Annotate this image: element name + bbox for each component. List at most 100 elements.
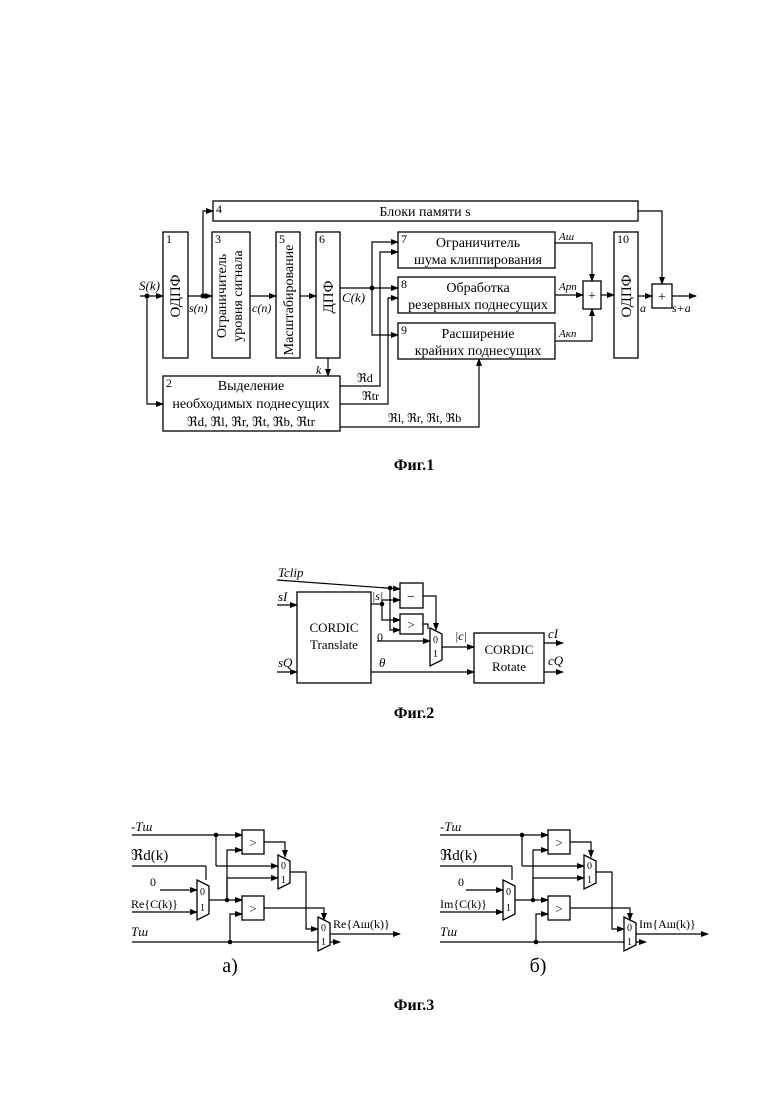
block-6-label: ДПФ — [321, 280, 337, 313]
block-4-number: 4 — [216, 202, 222, 216]
wire-memory-to-sum2 — [638, 211, 662, 284]
block-4-label: Блоки памяти s — [379, 205, 470, 220]
label-Rd: ℜd — [357, 371, 373, 385]
block-1-label: ОДПФ — [168, 274, 184, 317]
wire-sub-to-mux — [423, 596, 436, 630]
mux-3b-2-1: 1 — [587, 875, 592, 886]
mux-3a-2-0: 0 — [281, 861, 286, 872]
figure-2: CORDIC Translate CORDIC Rotate − > 0 1 T… — [277, 565, 564, 722]
label-3b-neg-t: -Tш — [440, 819, 462, 834]
fig2-subtract-sign: − — [407, 590, 415, 605]
cordic-translate-line1: CORDIC — [309, 620, 358, 635]
mux-3b-3-0: 0 — [627, 923, 632, 934]
cordic-rotate-line2: Rotate — [492, 659, 526, 674]
label-s-plus-a: s+a — [672, 301, 691, 315]
label-3a-rd: ℜd(k) — [131, 848, 168, 864]
block-8-line1: Обработка — [446, 281, 510, 296]
wire-abs-s-to-cmp — [382, 604, 400, 620]
label-3b-subfig: б) — [530, 955, 547, 977]
label-cI: cI — [548, 626, 559, 641]
label-R-bottom: ℜl, ℜr, ℜt, ℜb — [388, 411, 461, 425]
mux-3b-2-0: 0 — [587, 861, 592, 872]
wire-3a-cmp-top-sel — [264, 842, 285, 857]
label-k: k — [316, 363, 322, 377]
cmp-3a-bot-sign: > — [249, 901, 256, 916]
label-3b-t: Tш — [440, 924, 457, 939]
label-A-kp: Aкп — [558, 328, 577, 340]
cordic-rotate-block — [474, 633, 544, 683]
label-a: a — [640, 301, 646, 315]
label-sI: sI — [278, 589, 288, 604]
label-theta: θ — [379, 655, 386, 670]
label-abs-c: |c| — [455, 629, 467, 643]
label-3a-subfig: а) — [222, 955, 238, 977]
label-3a-out: Re{Aш(k)} — [333, 917, 390, 931]
block-3-line1: Ограничитель — [215, 254, 230, 338]
label-zero: 0 — [377, 630, 383, 644]
label-C-k: C(k) — [342, 290, 365, 305]
fig1-sum-2-sign: + — [658, 290, 666, 305]
fig2-mux-1: 1 — [433, 649, 438, 660]
wire-cmp-to-mux — [423, 624, 428, 629]
fig1-sum-1-sign: + — [588, 289, 596, 304]
mux-3a-1 — [197, 880, 209, 920]
wire-3a-to-cmp-top — [227, 850, 242, 900]
block-6-number: 6 — [319, 232, 325, 246]
mux-3b-3-1: 1 — [627, 937, 632, 948]
wire-3b-cmp-top-sel — [570, 842, 591, 857]
cordic-rotate-line1: CORDIC — [484, 642, 533, 657]
label-input: S(k) — [139, 278, 160, 293]
fig3-caption: Фиг.3 — [394, 997, 434, 1014]
wire-3b-to-cmp-top — [533, 850, 548, 900]
label-c-n: c(n) — [252, 301, 271, 315]
block-7-line1: Ограничитель — [436, 236, 520, 251]
fig2-mux-0: 0 — [433, 635, 438, 646]
fig2-compare-sign: > — [407, 617, 414, 632]
wire-3b-t-to-cmp — [536, 914, 548, 942]
wire-input-to-block2 — [147, 296, 163, 404]
label-sQ: sQ — [278, 655, 293, 670]
label-3a-t: Tш — [131, 924, 148, 939]
wire-tclip-to-cmp — [390, 588, 400, 630]
figure-3b: -Tш ℜd(k) 0 Im{C(k)} Tш 0 1 > > 0 1 0 1 — [440, 819, 708, 977]
block-1-number: 1 — [166, 232, 172, 246]
wire-3a-mux2-out — [290, 872, 318, 929]
wire-Rd — [340, 252, 398, 386]
mux-3a-2-1: 1 — [281, 875, 286, 886]
label-3a-zero: 0 — [150, 875, 156, 889]
block-9-line2: крайних поднесущих — [415, 344, 542, 359]
cmp-3b-bot-sign: > — [555, 901, 562, 916]
block-9-line1: Расширение — [442, 327, 515, 342]
fig1-caption: Фиг.1 — [394, 457, 434, 474]
block-2-line2: необходимых поднесущих — [172, 397, 329, 412]
mux-3b-1 — [503, 880, 515, 920]
figure-1: 4 Блоки памяти s 1 ОДПФ 3 Ограничитель у… — [139, 201, 696, 474]
label-3b-rd: ℜd(k) — [440, 848, 477, 864]
wire-7-to-sum — [555, 243, 592, 281]
label-cQ: cQ — [548, 653, 564, 668]
block-2-line3: ℜd, ℜl, ℜr, ℜt, ℜb, ℜtr — [187, 414, 316, 429]
block-3-number: 3 — [215, 232, 221, 246]
block-3-line2: уровня сигнала — [231, 249, 246, 341]
block-7-line2: шума клиппирования — [414, 253, 542, 268]
block-2-number: 2 — [166, 376, 172, 390]
fig2-caption: Фиг.2 — [394, 705, 434, 722]
block-2-line1: Выделение — [218, 379, 284, 394]
mux-3a-1-0: 0 — [200, 887, 205, 898]
mux-3b-1-1: 1 — [506, 903, 511, 914]
mux-3a-3-1: 1 — [321, 937, 326, 948]
block-7-number: 7 — [401, 232, 407, 246]
cordic-translate-line2: Translate — [310, 637, 358, 652]
cmp-3b-top-sign: > — [555, 835, 562, 850]
mux-3a-1-1: 1 — [200, 903, 205, 914]
block-5-number: 5 — [279, 232, 285, 246]
wire-3b-mux2-out — [596, 872, 624, 929]
block-8-number: 8 — [401, 277, 407, 291]
block-9-number: 9 — [401, 323, 407, 337]
label-A-sh: Aш — [558, 231, 574, 243]
cmp-3a-top-sign: > — [249, 835, 256, 850]
label-tclip: Tclip — [278, 565, 304, 580]
wire-tclip — [277, 580, 400, 589]
